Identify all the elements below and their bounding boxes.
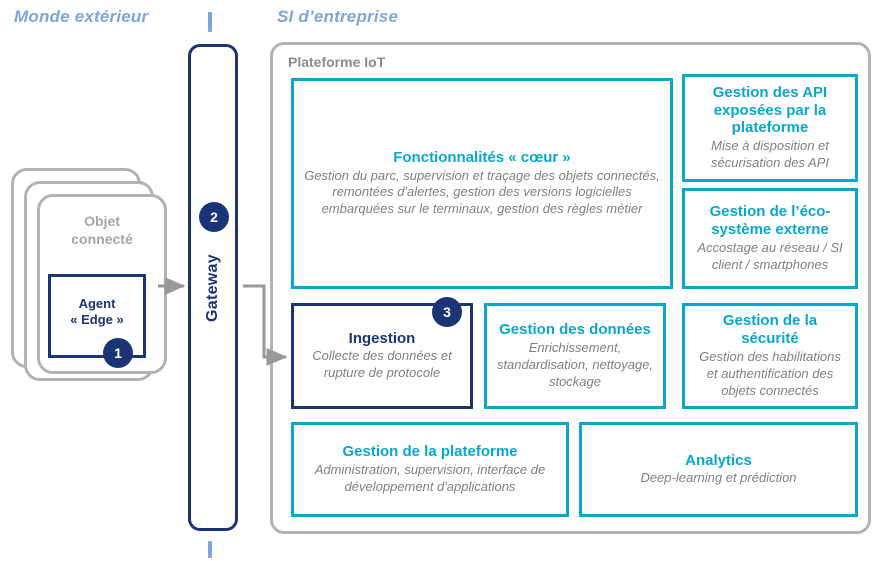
feature-box-core-functionalities[interactable]: Fonctionnalités « cœur » Gestion du parc… xyxy=(291,78,673,289)
boundary-divider-top-mark xyxy=(208,12,212,32)
feature-desc-data: Enrichissement, standardisation, nettoya… xyxy=(496,340,654,389)
agent-edge-label: Agent « Edge » xyxy=(48,296,146,329)
feature-title-ingestion: Ingestion xyxy=(348,329,416,347)
iot-platform-label: Plateforme IoT xyxy=(288,54,386,70)
feature-title-data: Gestion des données xyxy=(499,321,651,339)
agent-edge-title-line2: « Edge » xyxy=(70,312,124,328)
feature-title-platform: Gestion de la plateforme xyxy=(342,443,518,461)
feature-box-analytics[interactable]: Analytics Deep-learning et prédiction xyxy=(579,422,858,517)
feature-desc-core: Gestion du parc, supervision et traçage … xyxy=(304,167,660,217)
feature-box-data-management[interactable]: Gestion des données Enrichissement, stan… xyxy=(484,303,666,409)
feature-title-analytics: Analytics xyxy=(685,451,752,469)
feature-desc-eco: Accostage au réseau / SI client / smartp… xyxy=(697,239,843,272)
feature-title-security: Gestion de la sécurité xyxy=(722,312,818,348)
feature-box-platform-management[interactable]: Gestion de la plateforme Administration,… xyxy=(291,422,569,517)
connected-object-label-line1: Objet xyxy=(84,213,120,229)
feature-desc-api: Mise à disposition et sécurisation des A… xyxy=(710,138,830,171)
connected-object-label: Objet connecté xyxy=(37,213,167,248)
feature-title-core: Fonctionnalités « cœur » xyxy=(393,148,571,166)
step-badge-3[interactable]: 3 xyxy=(432,297,462,327)
section-heading-enterprise-si: SI d’entreprise xyxy=(277,7,399,26)
gateway-box[interactable] xyxy=(188,44,238,531)
feature-desc-platform: Administration, supervision, interface d… xyxy=(314,461,546,494)
boundary-divider-bottom-mark xyxy=(208,541,212,558)
feature-desc-analytics: Deep-learning et prédiction xyxy=(640,470,797,486)
section-heading-outside-world: Monde extérieur xyxy=(14,7,149,26)
feature-box-security-management[interactable]: Gestion de la sécurité Gestion des habil… xyxy=(682,303,858,409)
agent-edge-title-line1: Agent xyxy=(78,296,116,311)
step-badge-1[interactable]: 1 xyxy=(103,338,133,368)
feature-box-ingestion[interactable]: Ingestion Collecte des données et ruptur… xyxy=(291,303,473,409)
feature-title-api: Gestion des API exposées par la platefor… xyxy=(712,84,828,137)
feature-title-eco: Gestion de l’éco-système externe xyxy=(709,203,831,239)
feature-box-external-ecosystem[interactable]: Gestion de l’éco-système externe Accosta… xyxy=(682,188,858,289)
feature-box-api-management[interactable]: Gestion des API exposées par la platefor… xyxy=(682,74,858,182)
feature-desc-security: Gestion des habilitations et authentific… xyxy=(699,348,841,398)
step-badge-2[interactable]: 2 xyxy=(199,202,229,232)
feature-desc-ingestion: Collecte des données et rupture de proto… xyxy=(312,348,452,381)
connected-object-label-line2: connecté xyxy=(71,230,133,247)
